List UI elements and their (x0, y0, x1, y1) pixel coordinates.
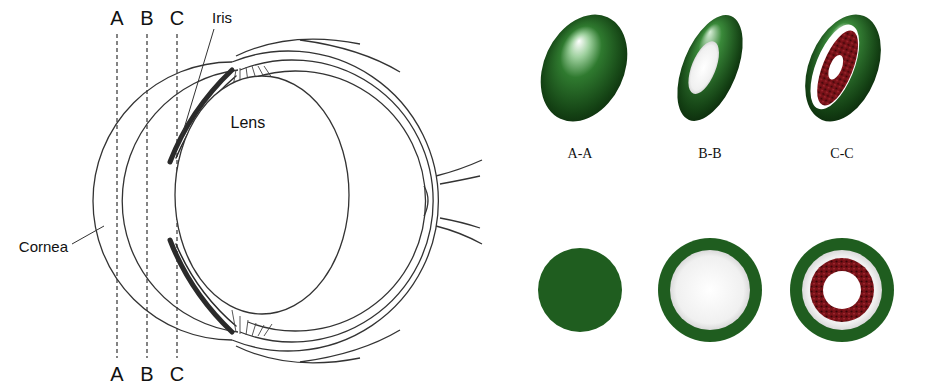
section-letter: C (170, 363, 184, 385)
section-letter: A (110, 7, 123, 29)
optic-nerve (424, 160, 482, 244)
view-label: B-B (698, 146, 721, 161)
section-b (658, 238, 762, 342)
solid-view-b (664, 6, 756, 130)
section-line (117, 34, 177, 358)
section-a (538, 248, 622, 332)
eyeball-outline (93, 39, 438, 363)
part-label: Cornea (19, 239, 68, 256)
solid-view-a (524, 0, 644, 135)
section-letter: B (140, 363, 153, 385)
view-label: C-C (830, 146, 853, 161)
section-letter: C (170, 7, 184, 29)
section-letter: B (140, 7, 153, 29)
lens-outline (174, 75, 350, 315)
lens-shape: Lens (174, 75, 350, 315)
part-label: Iris (212, 10, 232, 27)
lens-ellipse (175, 76, 349, 314)
part-label: Lens (231, 114, 266, 132)
section-c (790, 238, 894, 342)
section-letter: A (110, 363, 123, 385)
view-label: A-A (568, 146, 593, 161)
solid-view-c (790, 3, 895, 132)
